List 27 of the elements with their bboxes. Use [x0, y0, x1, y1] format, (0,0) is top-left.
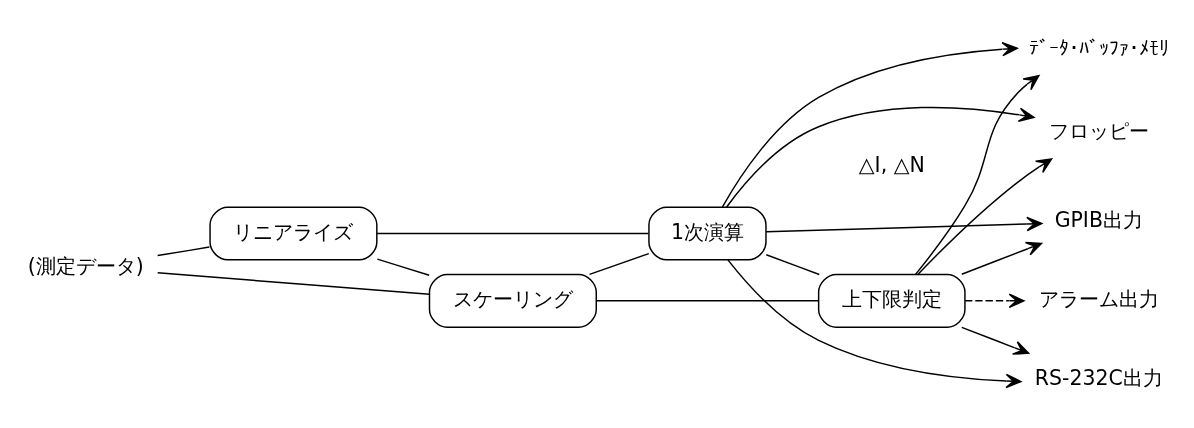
connector: [156, 245, 211, 256]
node-text: GPIB出力: [1054, 207, 1143, 232]
node-text: (測定データ): [27, 253, 144, 278]
arrow: [961, 326, 1030, 355]
connector: [595, 299, 820, 302]
arrow: [964, 293, 1025, 308]
arrow: [721, 41, 1018, 208]
node-box: 上下限判定: [817, 273, 966, 328]
node-box: スケーリング: [428, 273, 597, 328]
arrow: [917, 157, 1053, 275]
node-text: RS-232C出力: [1034, 365, 1163, 390]
connector: [156, 271, 431, 295]
arrow: [961, 241, 1043, 275]
arrow: [727, 258, 1022, 388]
connector: [765, 253, 820, 275]
arrow: [725, 106, 1035, 208]
connector: [376, 257, 430, 276]
node-box: 1次演算: [648, 205, 767, 261]
node-text: ﾃﾞｰﾀ･ﾊﾞｯﾌｧ･ﾒﾓﾘ: [1028, 35, 1169, 60]
label: △I, △N: [858, 152, 925, 177]
arrow: [914, 74, 1040, 275]
connector: [376, 232, 650, 234]
node-text: アラーム出力: [1038, 286, 1159, 311]
node-box: リニアライズ: [209, 205, 378, 261]
arrow: [765, 216, 1043, 232]
node-text: フロッピー: [1048, 118, 1149, 143]
connector: [588, 252, 650, 275]
